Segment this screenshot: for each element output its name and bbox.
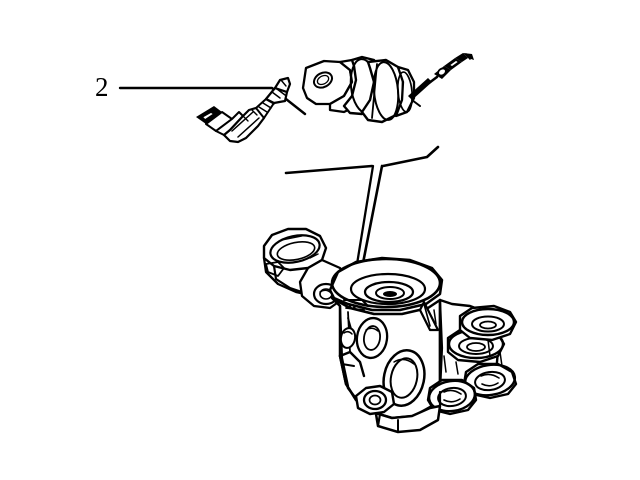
part-connector-plug (427, 53, 474, 85)
part-sender-switch-assembly (301, 55, 432, 124)
part-temperature-sensor (196, 76, 292, 144)
callout-2-leader (118, 86, 307, 116)
part-valve-housing-body (262, 227, 518, 434)
callout-label-2: 2 (95, 72, 109, 102)
